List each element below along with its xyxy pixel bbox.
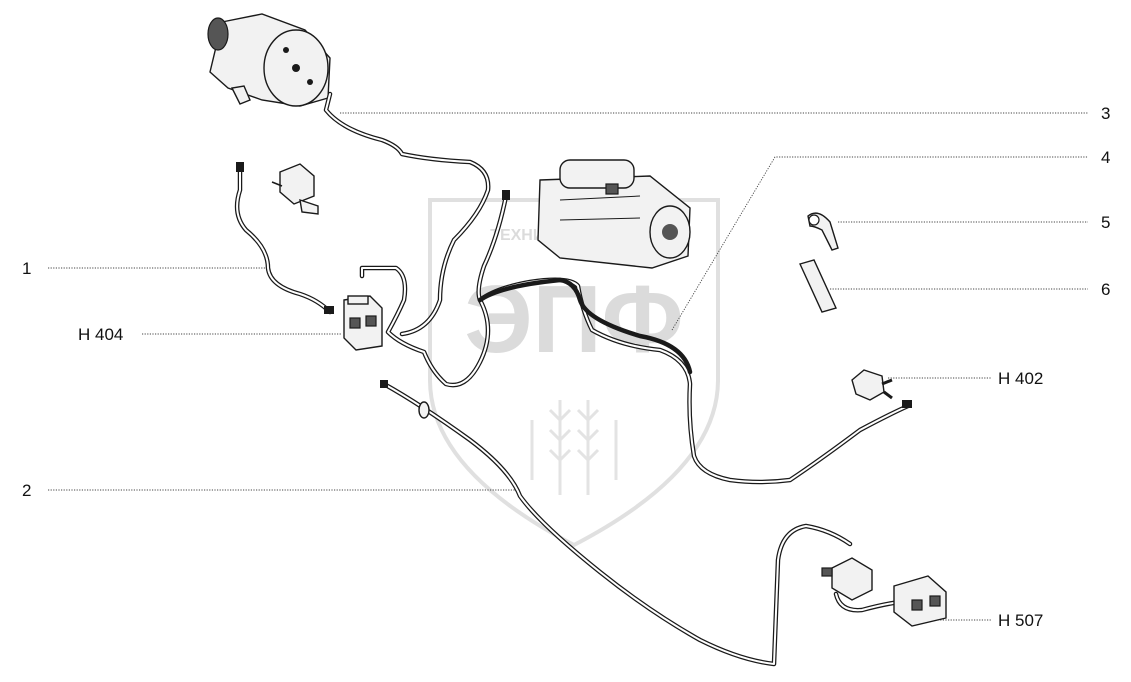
callout-2: 2 <box>22 481 31 500</box>
relay-small <box>271 163 319 215</box>
leader-lines <box>48 112 1088 621</box>
cable-3 <box>323 91 491 337</box>
connector-h402 <box>851 369 893 401</box>
callout-5: 5 <box>1101 213 1110 232</box>
cable-4 <box>477 277 693 375</box>
callout-h507: Н 507 <box>998 611 1043 630</box>
clip-part-5 <box>807 212 839 251</box>
relay-bottom <box>821 557 903 613</box>
connector-h507 <box>893 575 947 627</box>
cable-1 <box>234 162 334 315</box>
terminal-icon <box>502 190 510 200</box>
callout-3: 3 <box>1101 104 1110 123</box>
callout-h402: Н 402 <box>998 369 1043 388</box>
callout-1: 1 <box>22 259 31 278</box>
callout-h404: Н 404 <box>78 325 123 344</box>
starter-motor <box>537 159 691 269</box>
cable-2 <box>380 380 853 667</box>
alternator <box>207 13 331 107</box>
terminal-icon <box>236 162 244 172</box>
wheat-emblem-icon <box>530 400 618 495</box>
callout-labels: 1 2 3 4 5 6 Н 404 Н 402 Н 507 <box>22 104 1110 630</box>
connector-h404 <box>343 295 383 351</box>
watermark-shield <box>428 198 720 548</box>
callout-6: 6 <box>1101 280 1110 299</box>
terminal-icon <box>380 380 388 388</box>
terminal-icon <box>902 400 912 408</box>
callout-4: 4 <box>1101 148 1110 167</box>
terminal-icon <box>324 306 334 314</box>
cable-loop <box>359 265 491 388</box>
plate-part-6 <box>799 259 837 313</box>
leader-line-4 <box>671 156 1088 331</box>
